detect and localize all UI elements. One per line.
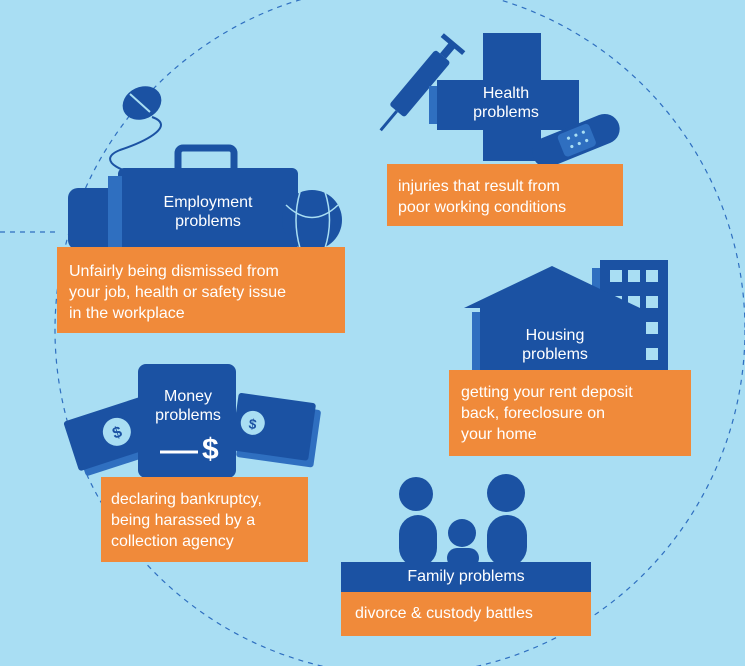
housing-title: Housing problems <box>522 327 588 363</box>
ball-icon <box>282 190 342 250</box>
employment-description: Unfairly being dismissed from your job, … <box>57 247 345 333</box>
svg-text:$: $ <box>248 415 258 432</box>
dollar-bill-icon: $ <box>231 392 321 468</box>
family-description: divorce & custody battles <box>341 592 591 636</box>
family-title-bar <box>341 562 591 592</box>
health-description: injuries that result from poor working c… <box>387 164 623 226</box>
health-title: Health problems <box>473 85 539 121</box>
money-title: Money problems <box>155 388 221 424</box>
housing-description: getting your rent deposit back, foreclos… <box>449 370 691 456</box>
money-description: declaring bankruptcy, being harassed by … <box>101 477 308 562</box>
bandage-icon <box>532 113 620 168</box>
employment-title: Employment problems <box>163 194 253 230</box>
syringe-icon <box>379 33 466 132</box>
family-title: Family problems <box>407 568 525 585</box>
dollar-sign: $ <box>202 433 219 466</box>
